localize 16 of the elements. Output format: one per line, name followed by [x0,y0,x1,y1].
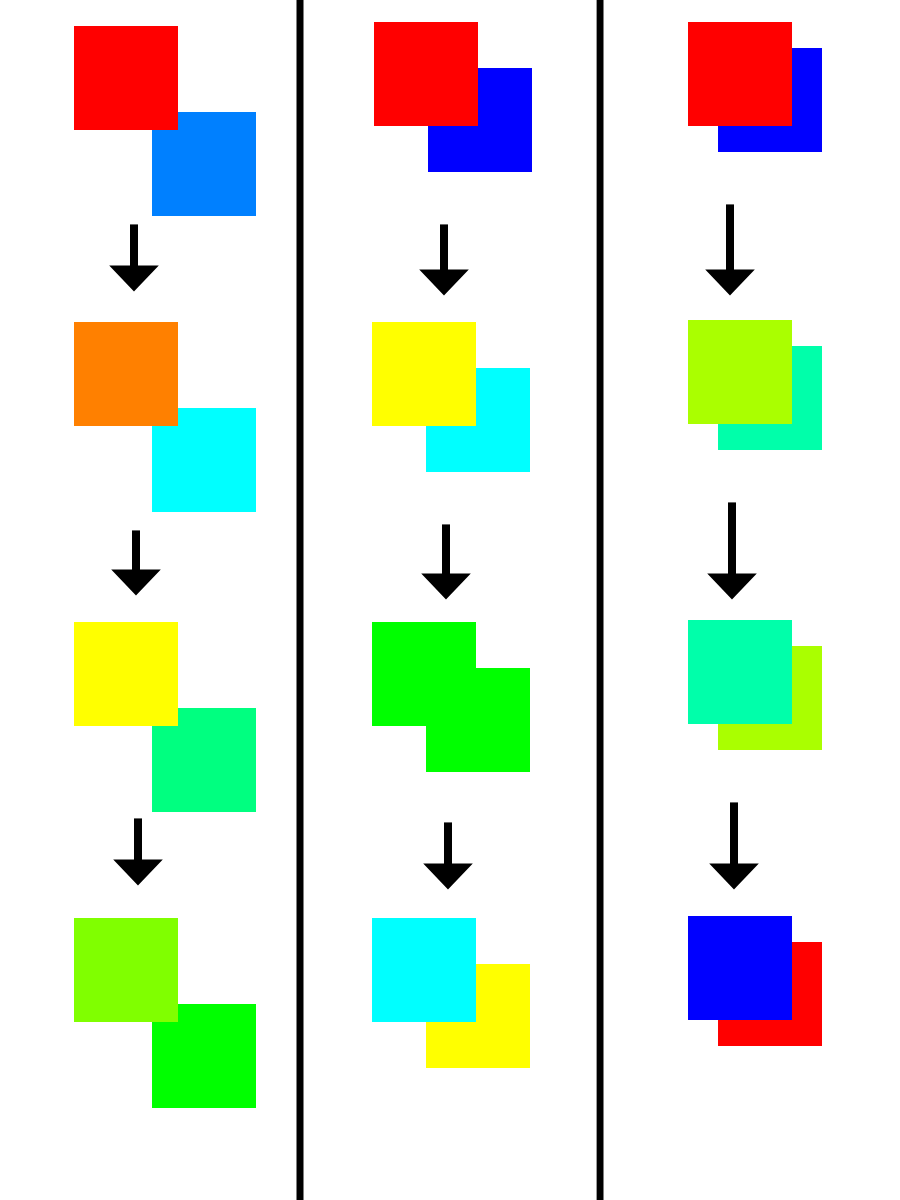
square [688,916,792,1020]
square [74,26,178,130]
square [372,622,476,726]
square [74,622,178,726]
square [152,112,256,216]
square [688,22,792,126]
square [372,322,476,426]
square [152,708,256,812]
square [688,620,792,724]
square [372,918,476,1022]
square [688,320,792,424]
square [374,22,478,126]
square [74,322,178,426]
square [152,408,256,512]
square [152,1004,256,1108]
square [74,918,178,1022]
